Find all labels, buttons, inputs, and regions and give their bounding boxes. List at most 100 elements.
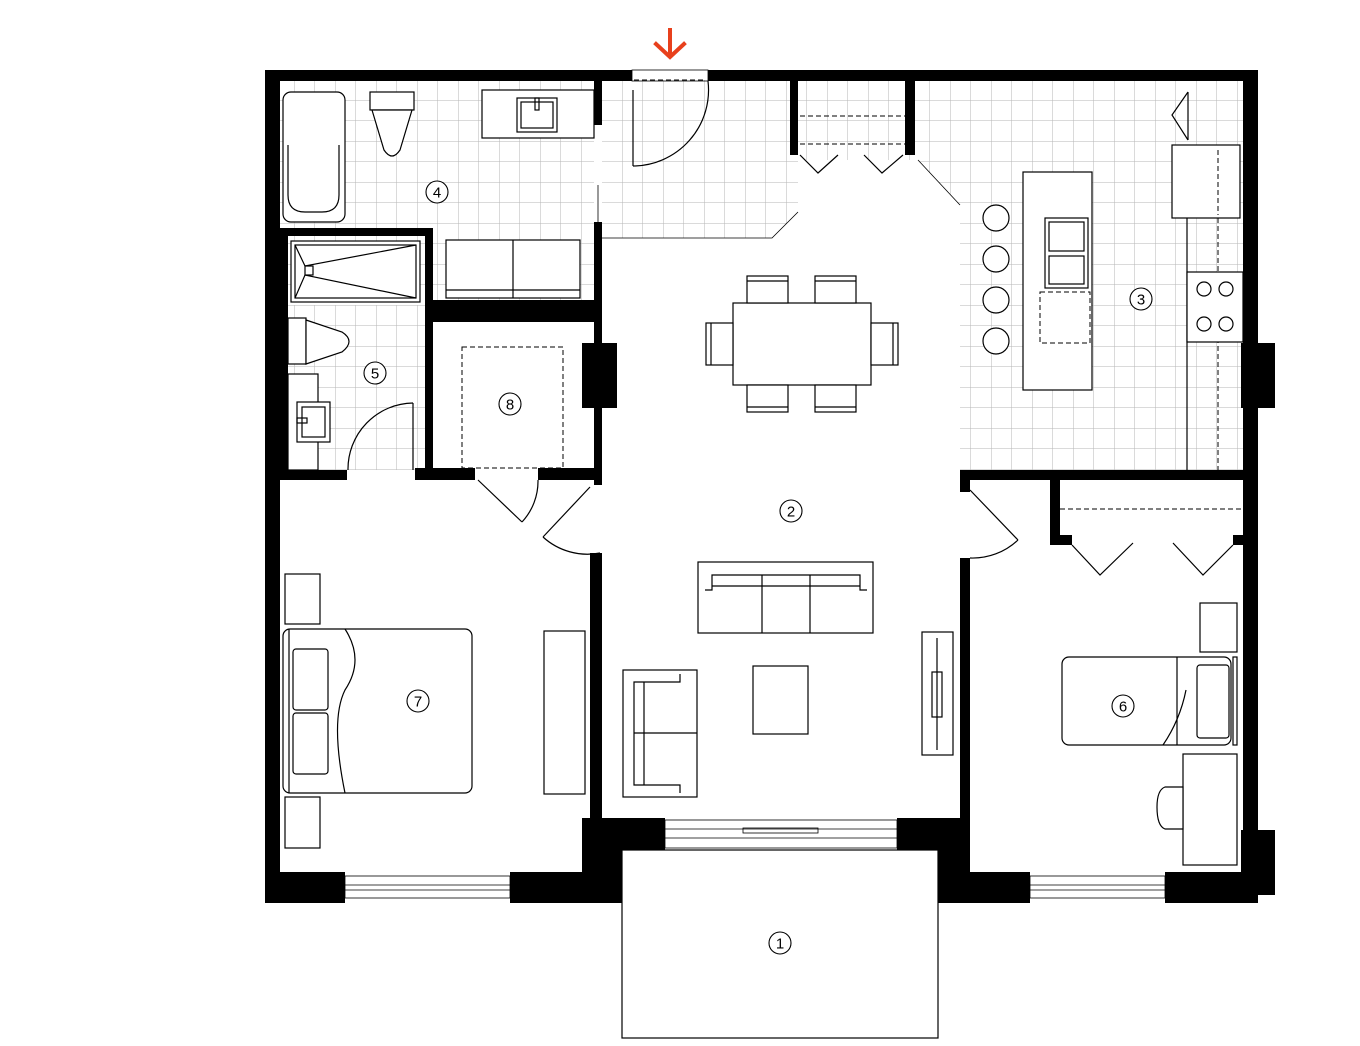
entry-threshold [631,69,709,82]
nightstand [1199,602,1238,653]
window-bedroom-7 [344,875,511,899]
room-label-1: 1 [768,931,792,955]
window-living [664,819,898,849]
nightstand [284,796,321,849]
dishwasher [1039,291,1091,344]
nightstand [284,573,321,625]
sofa [697,561,874,634]
bedroom7-door [542,486,601,555]
room-label-8: 8 [498,392,522,416]
wall-bath5-left [280,236,288,480]
room-label-7: 7 [406,689,430,713]
desk [1182,753,1238,866]
kitchen-fixtures [982,144,1244,470]
pantry-bifold [1171,91,1189,141]
dresser [543,630,586,795]
room-label-2: 2 [779,499,803,523]
entry-door [632,80,710,167]
loveseat [622,669,698,798]
bed-sheet-fold [1162,689,1187,746]
wall-kitchen-bottom [960,470,1243,480]
pillar-hall [582,343,617,408]
svg-text:3: 3 [1137,292,1145,309]
room-label-4: 4 [425,180,449,204]
wall-bedroom6-left-stub [960,480,970,492]
wall-closet6-jamb-right [1233,535,1243,545]
bar-stool [982,204,1010,232]
wall-closet8-bottom-b [538,468,602,480]
stove [1186,271,1244,343]
tile-edge [917,159,961,206]
kitchen-sink [1044,217,1089,289]
toilet-bowl [371,109,413,157]
svg-text:6: 6 [1119,699,1127,716]
wall-bath4-bath5 [280,228,433,236]
wall-bottom-right-a [960,872,1030,903]
refrigerator [1171,144,1241,219]
wall-bath5-bottom [280,470,347,480]
windows [344,69,1166,899]
balcony-outline [621,849,939,1039]
toilet-bowl [305,319,350,365]
chair [705,322,734,366]
closet-top-bifold [799,115,905,174]
wall-closet6-jamb [1050,535,1072,545]
shower [290,240,421,303]
arrow-down-icon [653,28,687,60]
wall-bath4-hall-upper [594,81,602,125]
pillow [1196,664,1230,739]
chair [746,384,789,413]
bathtub [282,91,346,223]
wall-closet8-bottom-a [415,468,475,480]
bath5-door [347,402,414,471]
chair [814,384,857,413]
svg-text:1: 1 [776,936,784,953]
tile-edge [602,211,799,239]
wall-right [1243,70,1258,880]
walls [265,70,1275,903]
window-bedroom-6 [1029,875,1166,899]
chair [746,275,789,304]
coffee-table [752,665,809,735]
wall-bedroom7-right [590,553,602,843]
bath-4-fixtures [282,89,595,299]
wall-closet6 [1050,480,1060,545]
room-label-6: 6 [1111,694,1135,718]
wall-top-right [708,70,1258,81]
closet-8-outline [461,346,564,469]
svg-text:8: 8 [506,397,514,414]
bed [282,628,473,794]
toilet-tank [369,91,415,111]
wall-left [265,70,280,903]
bar-stool [982,245,1010,273]
sink [516,97,558,133]
wall-closet8-top [425,300,602,322]
pillow [292,648,329,711]
dining-table [732,302,872,386]
toilet-tank [287,317,307,365]
svg-text:5: 5 [371,366,379,383]
bar-stool [982,327,1010,355]
svg-text:2: 2 [787,504,795,521]
wall-bath5-right [425,228,433,480]
closet8-door [477,479,539,523]
svg-text:4: 4 [433,185,441,202]
bar-stool [982,286,1010,314]
closet6-bifold [1060,508,1243,576]
bedroom-7-furniture [282,573,586,849]
wall-closet-top-right [905,81,915,155]
tile-floor-entry-kitchen [602,80,1243,470]
svg-text:7: 7 [414,694,422,711]
chair [870,322,899,366]
room-label-3: 3 [1129,287,1153,311]
room-label-5: 5 [363,361,387,385]
wall-bottom-right-b [1165,872,1258,903]
pillow [292,712,329,775]
bed-sheet-fold [336,628,356,794]
pillar-right-upper [1241,343,1275,408]
washer-dryer [445,239,581,299]
wall-closet-top-left [790,81,798,155]
dining-set [705,275,899,413]
tv-console [921,631,954,756]
